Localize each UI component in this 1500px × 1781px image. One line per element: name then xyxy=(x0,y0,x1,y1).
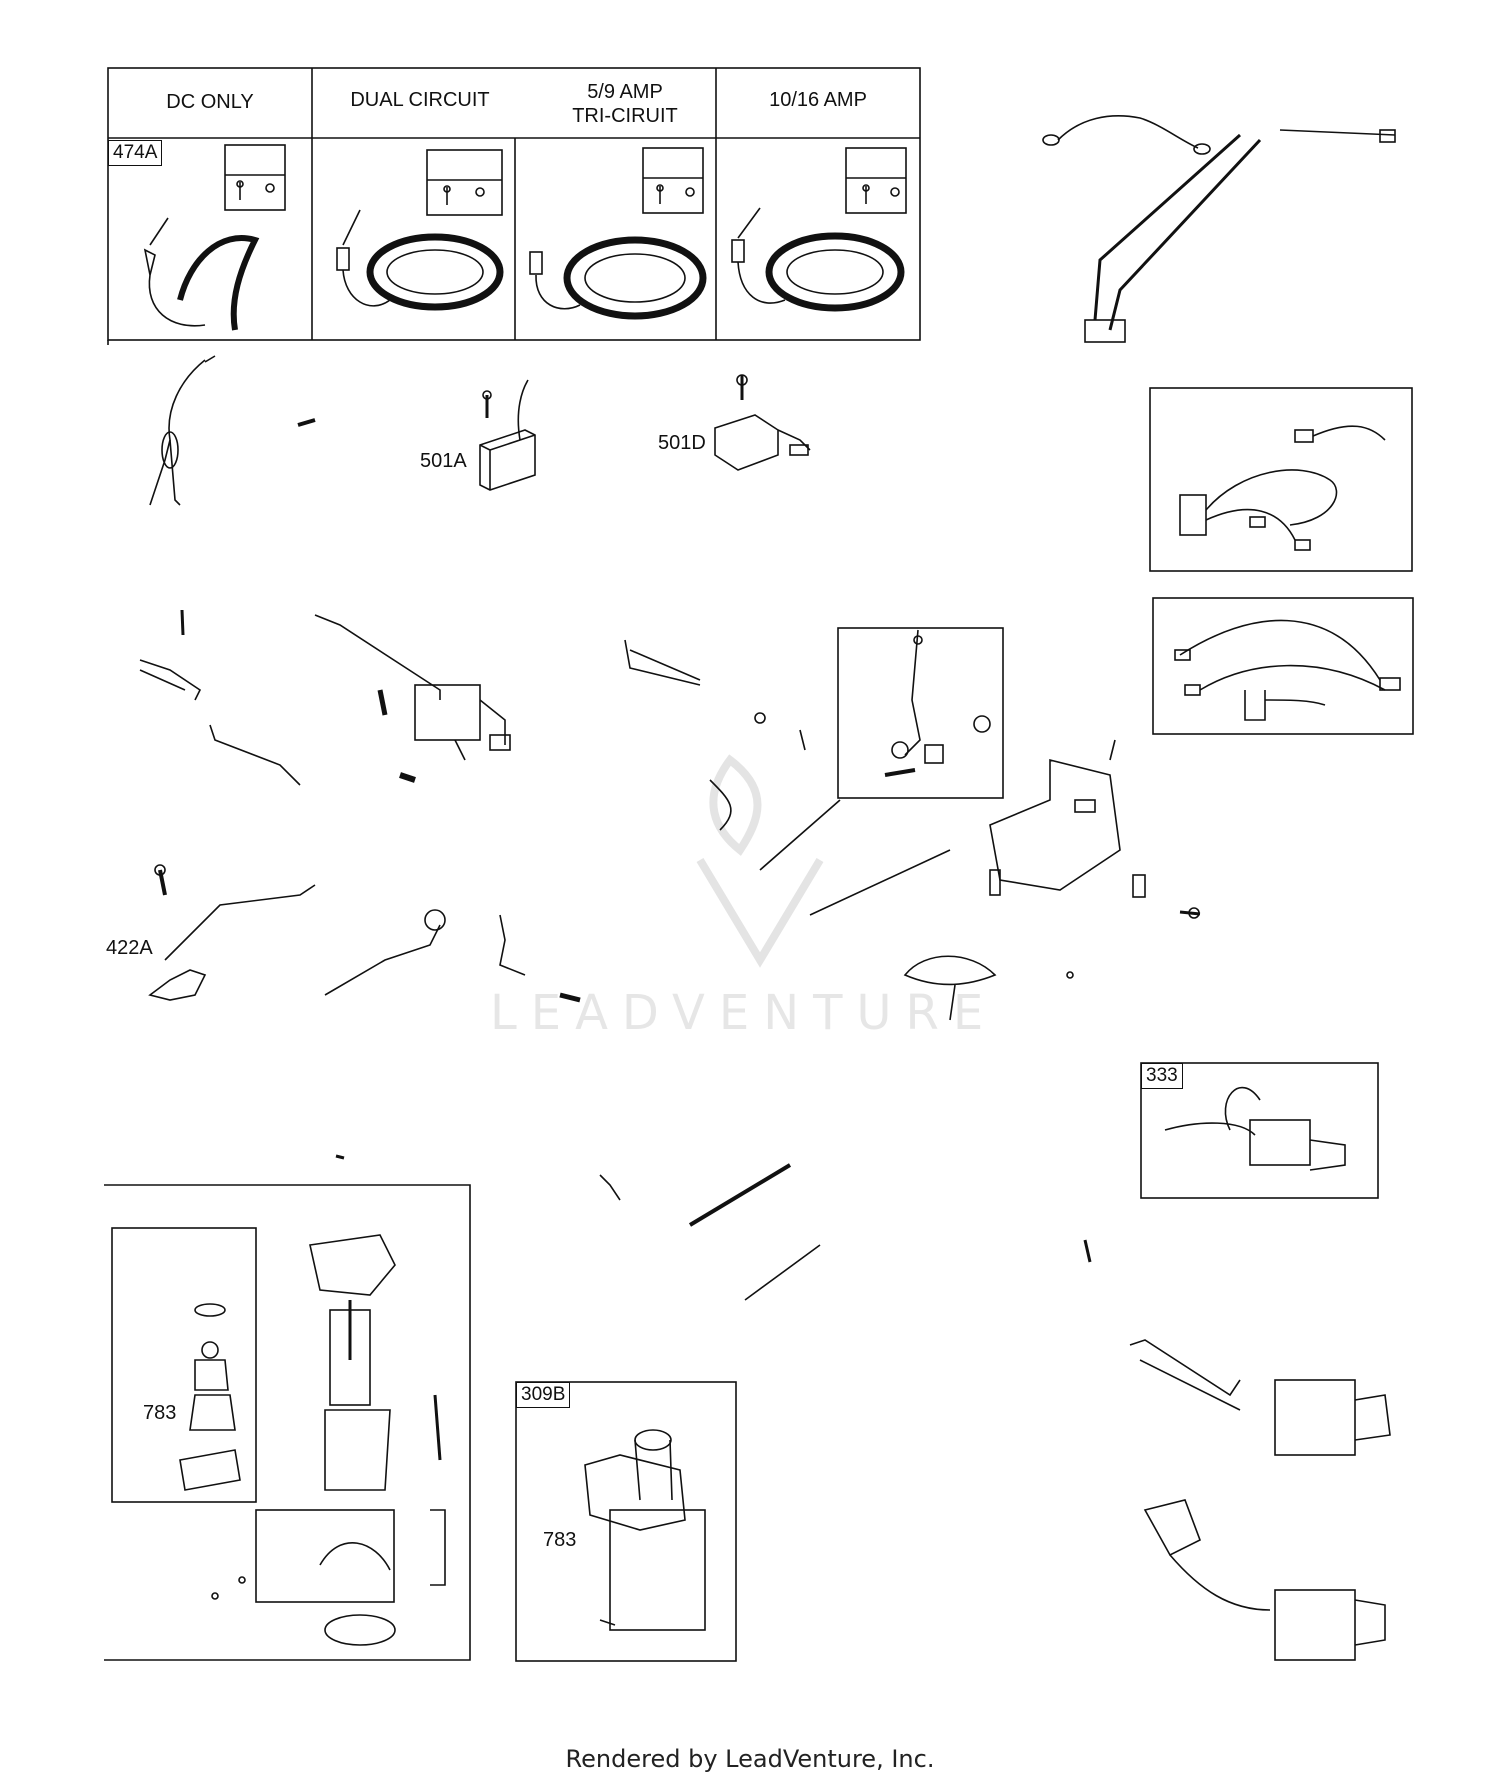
regulator-501a-icon xyxy=(479,379,536,491)
header-tri-circuit-line1: 5/9 AMP xyxy=(587,81,663,103)
part-tag-474a[interactable]: 474A xyxy=(108,140,163,166)
ground-strap-422a-icon xyxy=(148,864,316,1001)
callout-783-right[interactable]: 783 xyxy=(543,1529,577,1551)
regulator-501d-icon xyxy=(714,374,811,471)
shaft-rod-icon xyxy=(599,1163,821,1301)
ignition-coil-333-box xyxy=(1140,1062,1379,1199)
screw-box-dual xyxy=(426,149,503,216)
ignition-coil-2-icon xyxy=(1143,1499,1386,1661)
choke-lever-icon xyxy=(139,609,301,786)
screw-box-10-16 xyxy=(845,147,907,214)
header-dual-circuit: DUAL CIRCUIT xyxy=(350,89,490,111)
wiring-harness-icon xyxy=(1042,115,1396,343)
harness-kit-box xyxy=(1149,387,1413,572)
callout-501a[interactable]: 501A xyxy=(420,450,467,472)
starter-exploded-box xyxy=(104,1154,471,1661)
small-screw-icon xyxy=(297,418,316,427)
callout-783-left[interactable]: 783 xyxy=(143,1402,177,1424)
screw-box-tri xyxy=(642,147,704,214)
part-tag-333[interactable]: 333 xyxy=(1141,1063,1183,1089)
screw-box-dc xyxy=(224,144,286,211)
stator-10-16-amp-icon xyxy=(731,207,905,312)
header-10-16-amp: 10/16 AMP xyxy=(769,89,867,111)
watermark-text: LEADVENTURE xyxy=(490,985,998,1041)
ignition-lead-icon xyxy=(324,909,581,1003)
watermark-logo-icon xyxy=(696,754,824,968)
throttle-link-icon xyxy=(624,639,997,1021)
control-bracket-icon xyxy=(989,739,1201,979)
wire-lead-icon xyxy=(149,355,216,506)
solenoid-icon xyxy=(314,614,511,783)
part-tag-309b[interactable]: 309B xyxy=(516,1382,571,1408)
footer-credit: Rendered by LeadVenture, Inc. xyxy=(565,1745,935,1773)
callout-422a[interactable]: 422A xyxy=(106,937,153,959)
stator-table xyxy=(107,67,921,345)
governor-lever-box xyxy=(837,627,1004,799)
header-tri-circuit-line2: TRI-CIRUIT xyxy=(572,105,678,127)
callout-501d[interactable]: 501D xyxy=(658,432,706,454)
starter-motor-309b-box xyxy=(515,1381,737,1662)
small-bolt-icon xyxy=(1083,1239,1092,1263)
stator-dual-circuit-icon xyxy=(336,209,504,311)
stator-tri-circuit-icon xyxy=(529,236,707,320)
harness-kit-box-2 xyxy=(1152,597,1414,735)
stator-dc-only-icon xyxy=(143,217,260,331)
header-dc-only: DC ONLY xyxy=(166,91,254,113)
ignition-coil-icon xyxy=(1129,1339,1391,1456)
